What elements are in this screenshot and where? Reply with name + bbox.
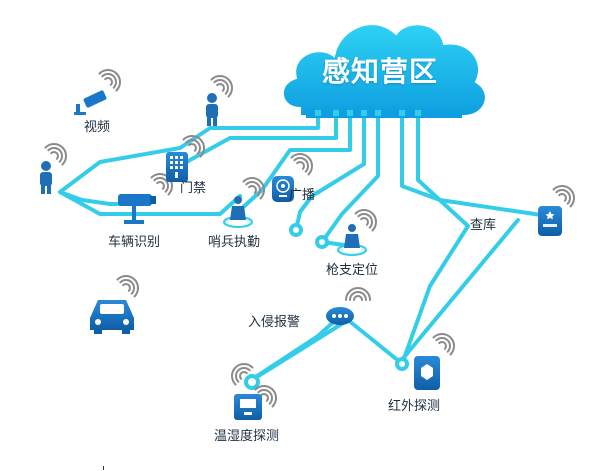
person-icon[interactable] xyxy=(206,93,218,126)
lpr-camera-icon[interactable] xyxy=(118,194,156,224)
link-left-trunk xyxy=(58,110,320,216)
label-video: 视频 xyxy=(84,120,111,135)
label-temp: 温湿度探测 xyxy=(214,429,280,444)
label-access: 门禁 xyxy=(180,181,207,196)
thermometer-icon[interactable] xyxy=(234,394,262,420)
speaker-icon[interactable] xyxy=(272,176,294,202)
person-icon[interactable] xyxy=(40,161,52,194)
label-armory: 查库 xyxy=(470,218,497,233)
link-temp xyxy=(250,218,520,382)
car-icon[interactable] xyxy=(90,300,134,334)
label-intrusion: 入侵报警 xyxy=(248,315,301,330)
label-gun: 枪支定位 xyxy=(326,263,379,278)
sentry-icon[interactable] xyxy=(223,196,253,228)
diagram-title: 感知营区 xyxy=(322,55,439,88)
camera-icon[interactable] xyxy=(74,90,107,115)
link-gun xyxy=(320,110,380,248)
link-sentry xyxy=(238,110,352,212)
label-sentry: 哨兵执勤 xyxy=(208,235,261,250)
link-infrared xyxy=(400,110,470,366)
keypad-icon[interactable] xyxy=(166,152,188,182)
label-vehicle-id: 车辆识别 xyxy=(108,235,161,250)
infrared-icon[interactable] xyxy=(414,356,440,390)
link-broadcast xyxy=(294,110,366,232)
cloud-icon xyxy=(281,23,487,118)
cloud-connectors xyxy=(315,110,421,116)
armory-tag-icon[interactable] xyxy=(538,206,562,236)
alarm-icon[interactable] xyxy=(326,307,354,325)
link-armory xyxy=(400,110,550,218)
label-broadcast: 广播 xyxy=(289,188,316,203)
label-infrared: 红外探测 xyxy=(388,399,441,414)
wifi-icons xyxy=(44,69,575,408)
endpoint-rings xyxy=(244,223,409,390)
divider-tick xyxy=(103,466,104,470)
soldier-icon[interactable] xyxy=(337,224,367,256)
